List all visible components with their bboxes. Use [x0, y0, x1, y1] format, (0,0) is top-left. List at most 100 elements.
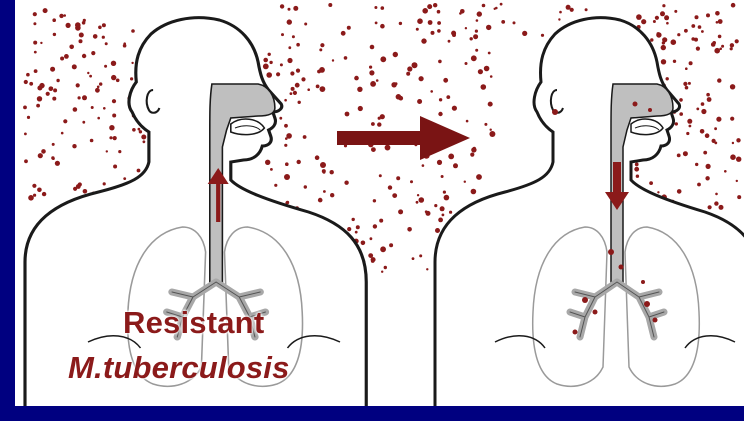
droplet	[653, 20, 656, 23]
droplet	[513, 21, 516, 24]
droplet	[708, 205, 712, 209]
droplet	[426, 268, 428, 270]
droplet	[318, 198, 323, 203]
droplet	[64, 54, 69, 59]
droplet	[443, 78, 448, 83]
droplet	[143, 140, 146, 143]
droplet	[712, 41, 716, 45]
droplet	[735, 39, 739, 43]
droplet	[380, 114, 385, 119]
droplet	[374, 6, 377, 9]
droplet	[426, 211, 431, 216]
droplet	[666, 77, 669, 80]
droplet	[417, 18, 423, 24]
droplet	[280, 63, 283, 66]
droplet	[371, 122, 375, 126]
droplet	[33, 12, 37, 16]
droplet	[691, 37, 695, 41]
droplet	[466, 120, 469, 123]
droplet	[437, 160, 442, 165]
droplet	[97, 117, 100, 120]
droplet	[284, 144, 287, 147]
receiving-person-figure	[435, 18, 744, 406]
droplet	[476, 174, 482, 180]
droplet	[63, 119, 67, 123]
droplet	[297, 160, 301, 164]
droplet	[330, 193, 334, 197]
droplet	[315, 155, 320, 160]
droplet	[123, 177, 126, 180]
droplet	[139, 130, 142, 133]
droplet	[434, 204, 437, 207]
droplet	[471, 147, 476, 152]
droplet	[695, 163, 698, 166]
droplet	[388, 185, 392, 189]
caption-resistant: Resistant	[123, 305, 264, 341]
droplet	[724, 170, 727, 173]
droplet	[288, 46, 291, 49]
droplet	[398, 209, 403, 214]
droplet	[59, 14, 63, 18]
droplet	[373, 224, 377, 228]
droplet	[23, 106, 27, 110]
droplet	[55, 161, 60, 166]
droplet	[102, 36, 105, 39]
droplet	[370, 237, 373, 240]
droplet	[304, 185, 307, 188]
droplet	[448, 154, 454, 160]
droplet	[298, 101, 301, 104]
droplet	[683, 82, 687, 86]
droplet	[38, 153, 43, 158]
droplet	[27, 116, 30, 119]
droplet	[700, 129, 705, 134]
droplet	[736, 157, 741, 162]
droplet	[417, 194, 419, 196]
droplet	[26, 73, 30, 77]
droplet	[51, 156, 54, 159]
droplet	[41, 149, 46, 154]
droplet	[113, 165, 117, 169]
droplet	[662, 41, 665, 44]
droplet	[689, 61, 693, 65]
droplet	[636, 14, 642, 20]
droplet	[453, 163, 458, 168]
droplet	[43, 8, 48, 13]
droplet	[356, 225, 360, 229]
droplet	[287, 19, 292, 24]
droplet	[381, 6, 385, 10]
droplet	[671, 39, 677, 45]
droplet	[284, 124, 288, 128]
droplet	[106, 150, 108, 152]
droplet	[438, 60, 442, 64]
droplet	[40, 42, 42, 44]
droplet	[442, 214, 445, 217]
droplet	[375, 22, 378, 25]
droplet	[284, 174, 290, 180]
droplet	[478, 69, 483, 74]
droplet	[109, 125, 114, 130]
droplet	[280, 4, 284, 8]
droplet	[636, 175, 639, 178]
droplet	[481, 84, 487, 90]
droplet	[657, 191, 659, 193]
droplet	[369, 70, 374, 75]
droplet	[706, 13, 710, 17]
droplet	[369, 66, 372, 69]
droplet	[703, 151, 707, 155]
illustration-panel: Resistant M.tuberculosis	[15, 0, 744, 406]
droplet	[737, 195, 741, 199]
droplet	[718, 19, 723, 24]
droplet	[296, 69, 300, 73]
droplet	[501, 20, 505, 24]
droplet	[697, 183, 701, 187]
droplet	[316, 85, 320, 89]
droplet	[109, 136, 112, 139]
droplet	[377, 122, 381, 126]
droplet	[416, 28, 419, 31]
droplet	[730, 117, 734, 121]
droplet	[111, 75, 116, 80]
droplet	[285, 162, 289, 166]
droplet	[389, 243, 393, 247]
droplet	[37, 188, 42, 193]
droplet	[132, 128, 136, 132]
